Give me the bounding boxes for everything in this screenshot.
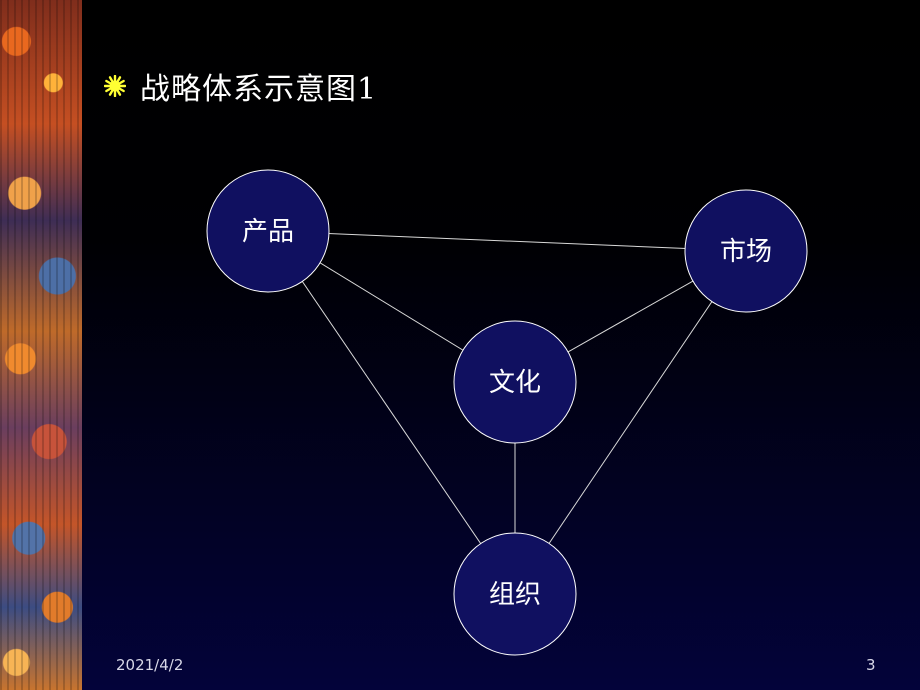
node-label-organization: 组织 [489,580,541,610]
node-label-product: 产品 [242,217,294,247]
edge-product-organization [267,230,516,595]
node-culture: 文化 [453,320,577,444]
node-circle-product [206,169,330,293]
sunburst-bullet-icon [104,75,126,97]
node-organization: 组织 [453,532,577,656]
title-row: 战略体系示意图1 [104,64,377,108]
footer-date: 2021/4/2 [116,656,184,674]
node-circle-organization [453,532,577,656]
node-label-culture: 文化 [489,368,541,398]
node-market: 市场 [684,189,808,313]
edge-product-market [267,230,747,252]
node-label-market: 市场 [720,237,772,267]
node-circle-market [684,189,808,313]
node-product: 产品 [206,169,330,293]
node-circle-culture [453,320,577,444]
decorative-gear-strip [0,0,82,690]
slide-title: 战略体系示意图1 [140,72,378,107]
edge-market-organization [514,250,747,595]
page-number: 3 [866,656,876,674]
